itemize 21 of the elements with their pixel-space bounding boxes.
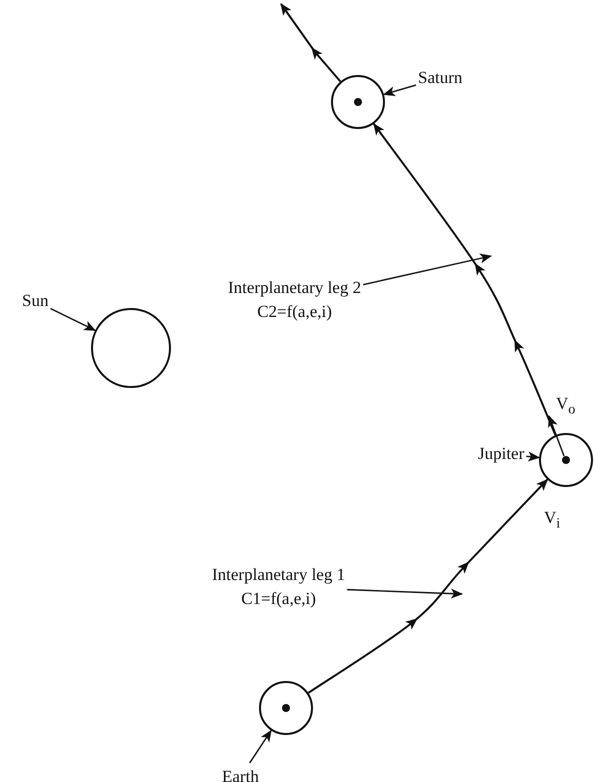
planet-circle xyxy=(259,681,313,735)
sun-circle xyxy=(91,308,171,388)
trajectory-arrow xyxy=(373,123,556,436)
planet-circle xyxy=(331,75,385,129)
leg-annotation: Interplanetary leg 2 C2=f(a,e,i) xyxy=(228,276,362,324)
planet-label: Saturn xyxy=(418,66,462,90)
leader-line xyxy=(347,588,463,599)
planet-label: Earth xyxy=(222,765,259,782)
velocity-label: V$_{o}$ xyxy=(556,394,576,418)
velocity-label: V$_{i}$ xyxy=(544,508,560,532)
trajectory-arrow xyxy=(308,478,548,694)
leader-line xyxy=(382,84,416,96)
leader-line xyxy=(362,254,492,286)
trajectory-arrow xyxy=(280,3,342,82)
planet-label: Sun xyxy=(22,289,48,313)
leader-line xyxy=(526,452,540,462)
planet-circle xyxy=(539,433,593,487)
leader-line xyxy=(50,308,96,331)
planet-label: Jupiter xyxy=(478,442,524,466)
leader-line xyxy=(249,730,272,764)
leg-annotation: Interplanetary leg 1 C1=f(a,e,i) xyxy=(212,563,346,611)
